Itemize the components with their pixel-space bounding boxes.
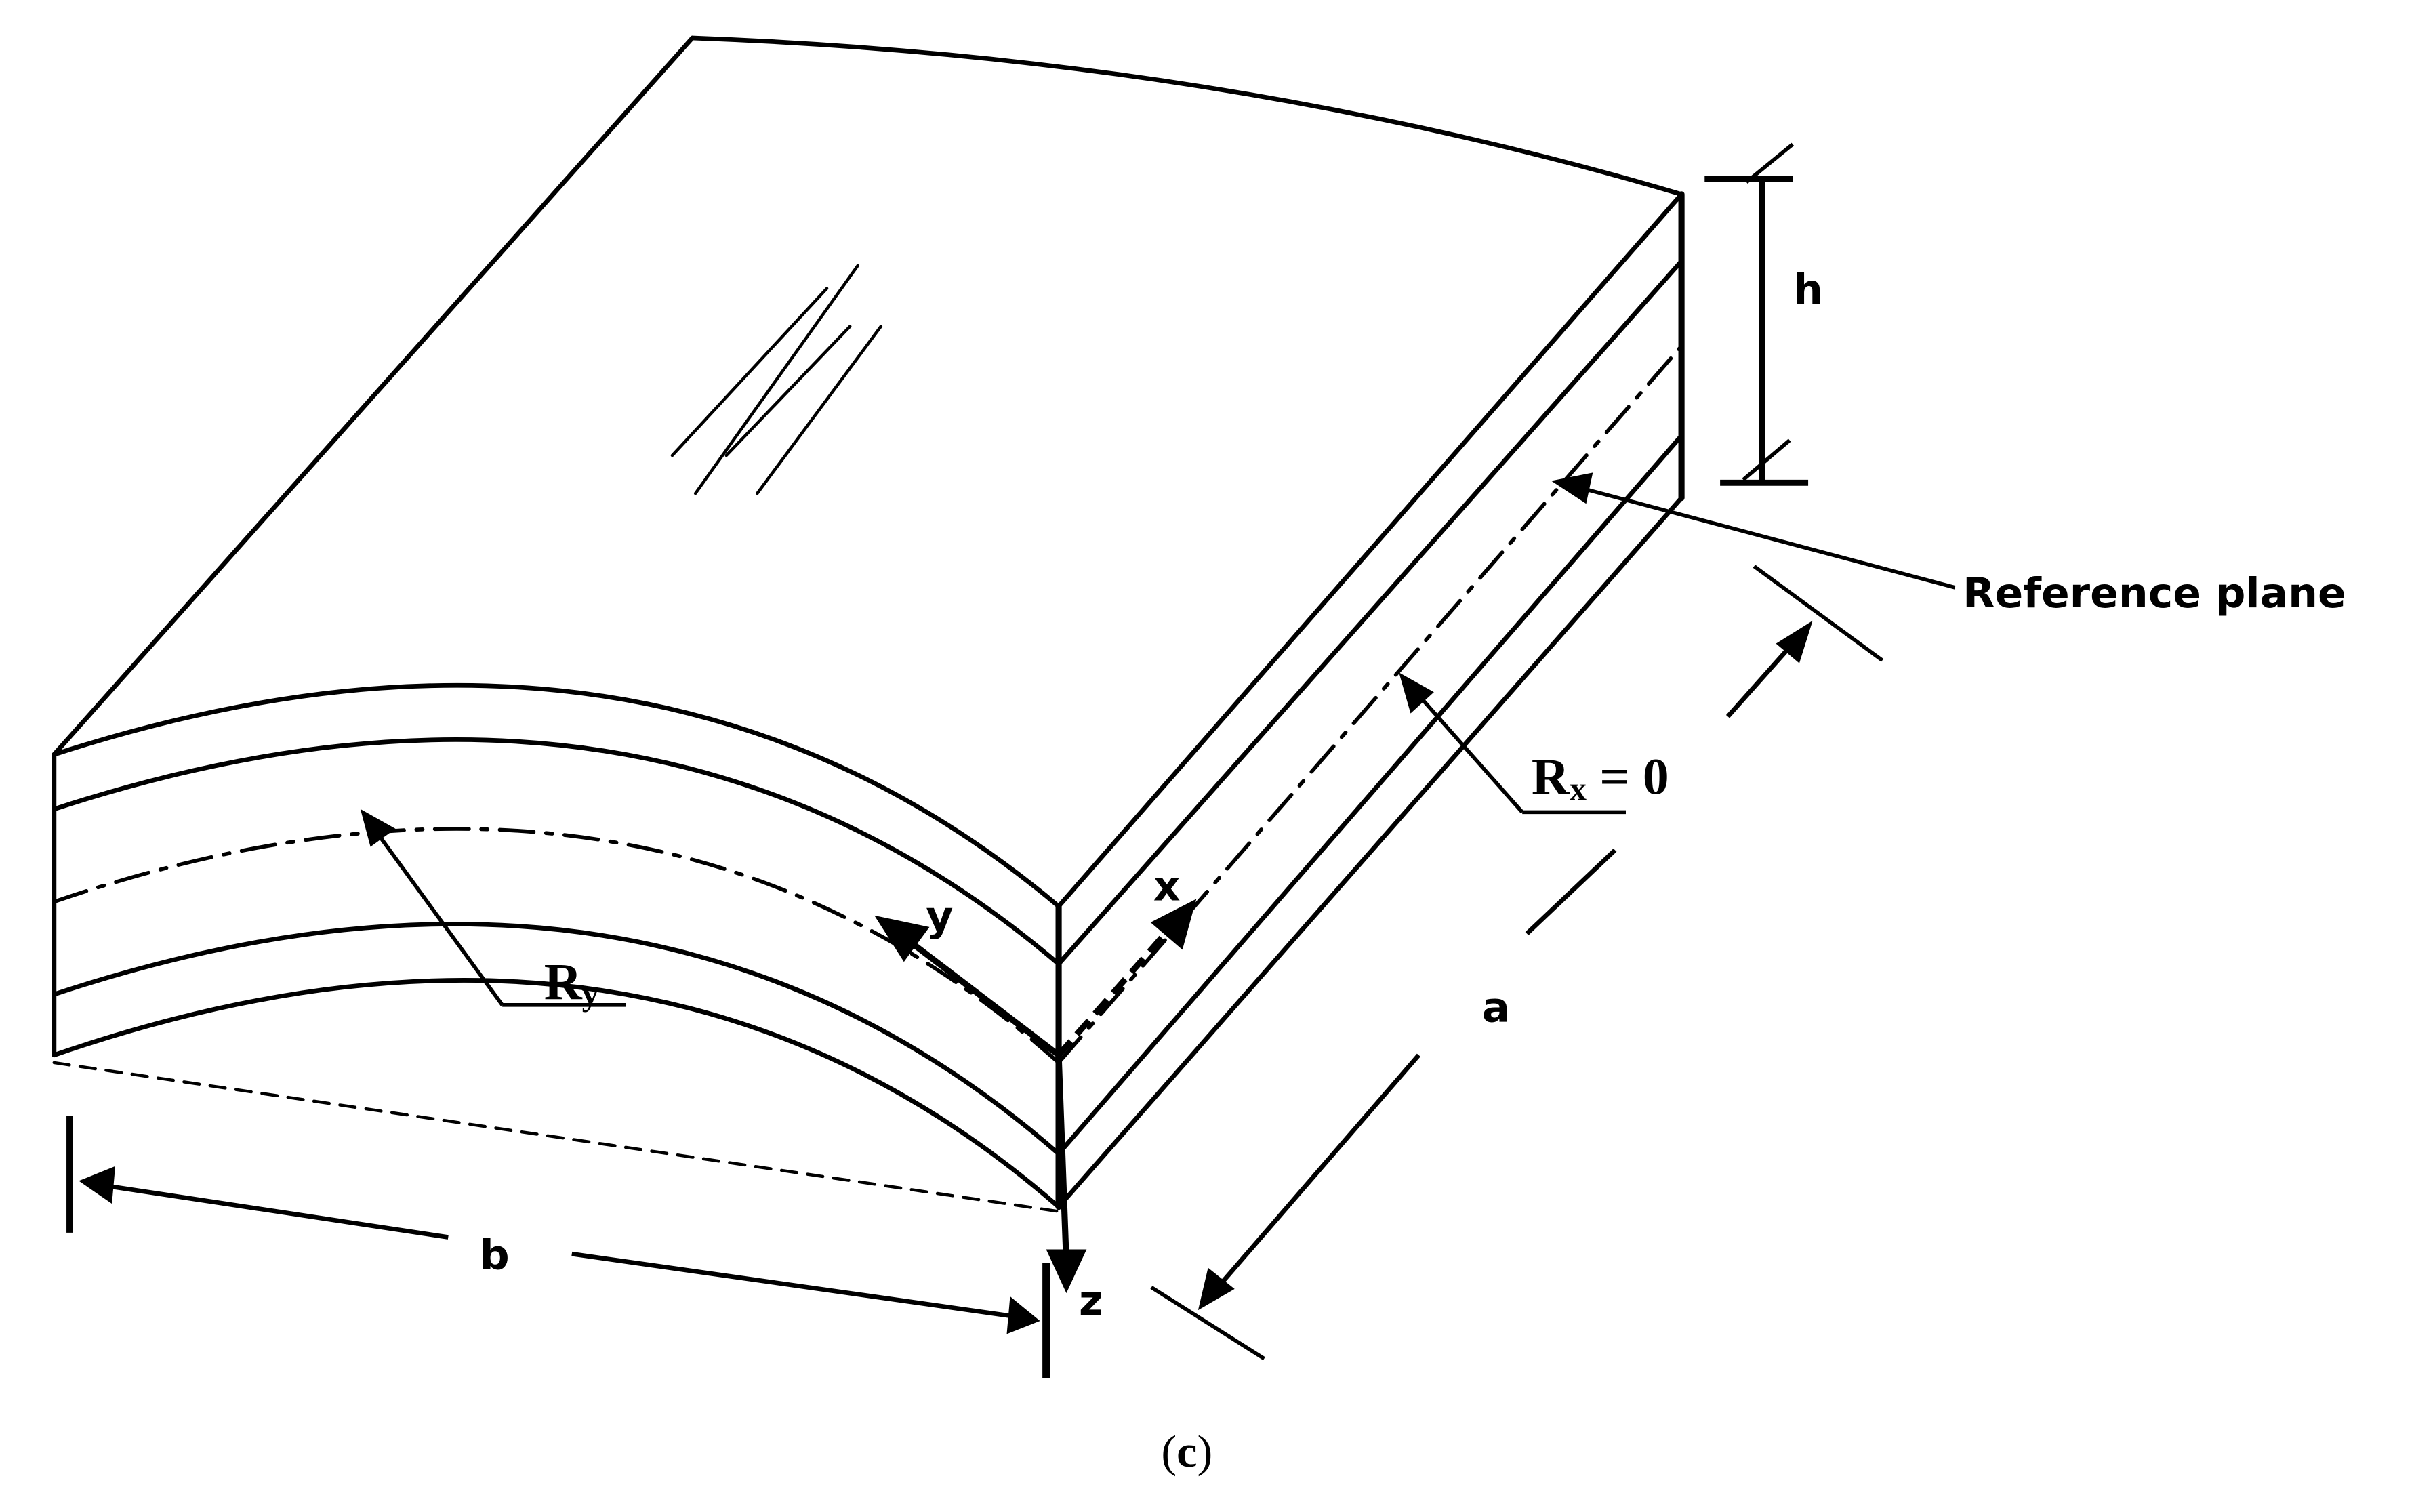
label-z: z bbox=[1079, 1277, 1103, 1324]
rx-symbol: R bbox=[1532, 748, 1571, 805]
side-layer-top bbox=[1056, 258, 1684, 966]
rx-value: = 0 bbox=[1587, 748, 1669, 805]
side-layer-3 bbox=[1056, 433, 1684, 1156]
front-reference-plane bbox=[52, 827, 1061, 1065]
front-layer-3 bbox=[52, 922, 1061, 1156]
top-back-edge bbox=[690, 35, 1684, 197]
surface-hatch bbox=[670, 264, 883, 495]
top-right-edge bbox=[1056, 192, 1684, 909]
label-y: y bbox=[926, 893, 953, 941]
rx-leader bbox=[1399, 672, 1626, 815]
ry-symbol: R bbox=[544, 954, 584, 1010]
front-layer-2 bbox=[52, 737, 1061, 966]
top-left-edge bbox=[52, 35, 695, 757]
z-arrowhead bbox=[1046, 1249, 1087, 1294]
side-reference-plane bbox=[1057, 344, 1683, 1065]
caption-open: ( bbox=[1161, 1426, 1177, 1476]
z-axis bbox=[1055, 1055, 1070, 1263]
rx-subscript: x bbox=[1570, 771, 1587, 808]
figure-caption: (c) bbox=[1161, 1426, 1212, 1476]
x-axis bbox=[1056, 920, 1177, 1057]
x-arrowhead bbox=[1150, 899, 1197, 950]
dimension-b bbox=[66, 1116, 1050, 1378]
bottom-chord-dashed bbox=[52, 1061, 1061, 1213]
reference-plane-leader bbox=[1551, 472, 1956, 590]
label-h: h bbox=[1793, 266, 1823, 313]
coordinate-axes bbox=[874, 899, 1197, 1294]
label-b: b bbox=[480, 1231, 510, 1279]
label-rx: Rx = 0 bbox=[1532, 748, 1669, 807]
label-ry: Ry bbox=[544, 954, 599, 1013]
y-axis bbox=[897, 931, 1061, 1058]
shell-panel bbox=[52, 35, 1685, 1213]
dimension-a bbox=[1150, 565, 1884, 1361]
label-x: x bbox=[1153, 863, 1181, 910]
ry-subscript: y bbox=[582, 975, 599, 1013]
dimension-h bbox=[1704, 142, 1809, 486]
label-a: a bbox=[1482, 984, 1511, 1031]
y-arrowhead bbox=[874, 915, 930, 962]
side-layer-bottom bbox=[1056, 495, 1684, 1210]
caption-letter: c bbox=[1177, 1426, 1197, 1476]
label-reference-plane: Reference plane bbox=[1963, 569, 2346, 617]
ry-leader bbox=[360, 809, 626, 1007]
caption-close: ) bbox=[1198, 1426, 1213, 1476]
front-layer-top bbox=[52, 682, 1061, 909]
front-layer-bottom bbox=[52, 978, 1061, 1210]
